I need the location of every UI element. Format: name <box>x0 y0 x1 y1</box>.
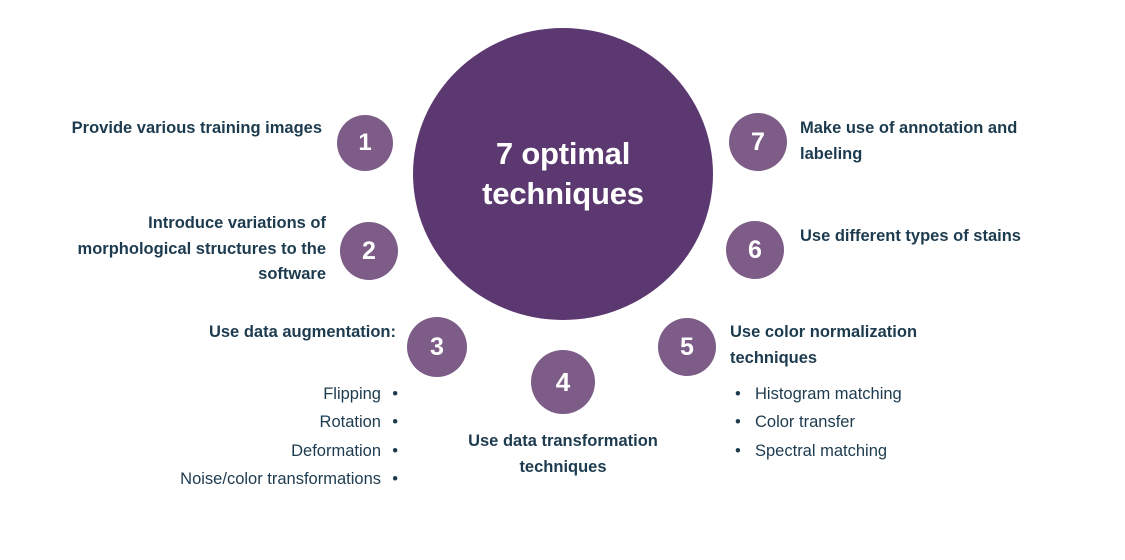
step-label-2: Introduce variations of morphological st… <box>77 214 326 284</box>
bullet-dot-icon: • <box>735 413 741 432</box>
step-number-3: 3 <box>430 332 444 361</box>
list-item: • Spectral matching <box>731 437 991 465</box>
list-item-label: Spectral matching <box>755 441 888 460</box>
list-item: • Flipping <box>180 380 398 408</box>
step-bubble-4[interactable]: 4 <box>531 350 595 414</box>
list-item: • Color transfer <box>731 408 991 436</box>
hub-title-line1: 7 optimal <box>495 136 631 172</box>
bullet-dot-icon: • <box>392 470 398 489</box>
step-label-6: Use different types of stains <box>800 227 1021 245</box>
step-bubble-5[interactable]: 5 <box>658 318 716 376</box>
step-label-3: Use data augmentation: <box>208 323 396 341</box>
bullet-dot-icon: • <box>392 441 398 460</box>
list-item-label: Color transfer <box>755 413 855 432</box>
bullet-dot-icon: • <box>735 441 741 460</box>
list-item-label: Noise/color transformations <box>180 470 381 489</box>
hub-title: 7 optimal techniques <box>448 134 678 213</box>
list-item: • Deformation <box>180 437 398 465</box>
step-label-5: Use color normalization techniques <box>730 323 918 367</box>
step-bubble-6[interactable]: 6 <box>726 221 784 279</box>
step-label-4: Use data transformation techniques <box>468 432 658 476</box>
list-item: • Histogram matching <box>731 380 991 408</box>
bullet-dot-icon: • <box>392 385 398 403</box>
list-item-label: Flipping <box>323 385 381 403</box>
step-bubble-3[interactable]: 3 <box>407 317 467 377</box>
bullet-dot-icon: • <box>735 385 741 403</box>
step-label-1: Provide various training images <box>71 119 322 137</box>
step-number-4: 4 <box>555 367 571 397</box>
list-item-label: Deformation <box>291 441 381 460</box>
hub-title-line2: techniques <box>482 176 644 211</box>
list-item: • Rotation <box>180 408 398 436</box>
list-item-label: Histogram matching <box>755 385 902 403</box>
step-number-5: 5 <box>680 332 694 361</box>
list-item-label: Rotation <box>319 413 381 432</box>
step-5-bullet-list: • Histogram matching • Color transfer • Spect… <box>731 380 991 465</box>
step-bubble-1[interactable]: 1 <box>337 115 393 171</box>
list-item: • Noise/color transformations <box>180 465 398 493</box>
bullet-dot-icon: • <box>392 413 398 432</box>
step-label-7: Make use of annotation and labeling <box>800 119 1018 163</box>
step-number-2: 2 <box>362 236 376 265</box>
step-number-1: 1 <box>358 129 372 156</box>
step-bubble-7[interactable]: 7 <box>729 113 787 171</box>
step-3-bullet-list: • Flipping • Rotation • Deformation • Noise/col… <box>180 380 398 494</box>
step-number-7: 7 <box>751 127 765 156</box>
step-number-6: 6 <box>748 235 762 264</box>
step-bubble-2[interactable]: 2 <box>340 222 398 280</box>
central-hub-circle: 7 optimal techniques <box>413 28 713 320</box>
